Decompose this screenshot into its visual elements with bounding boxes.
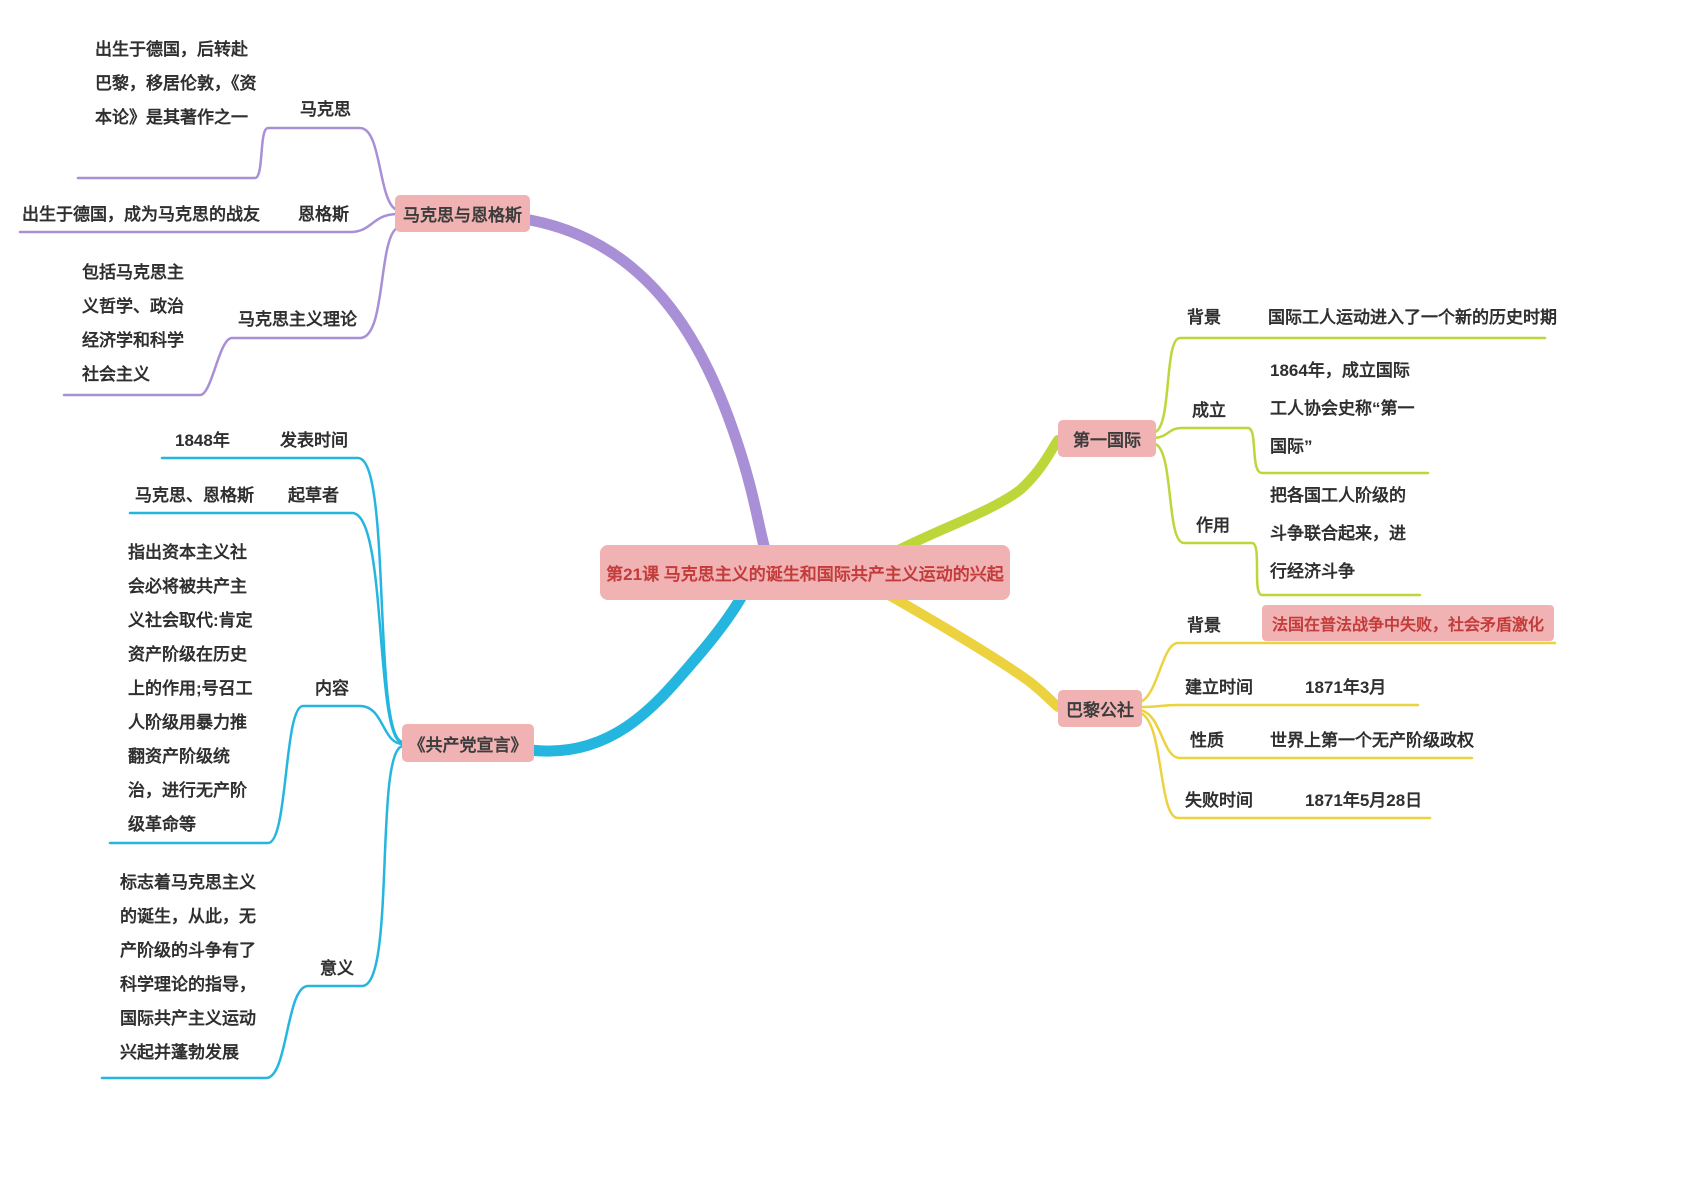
- node-pc-nature-value[interactable]: 世界上第一个无产阶级政权: [1270, 731, 1474, 750]
- node-publish-time-value[interactable]: 1848年: [175, 431, 230, 450]
- node-content-label[interactable]: 内容: [315, 679, 349, 698]
- node-marxist-theory-label[interactable]: 马克思主义理论: [238, 310, 357, 329]
- node-pc-establish-value[interactable]: 1871年3月: [1305, 678, 1387, 697]
- node-pc-background-note-highlight[interactable]: 法国在普法战争中失败，社会矛盾激化: [1262, 605, 1555, 641]
- node-significance-label[interactable]: 意义: [320, 959, 354, 978]
- central-topic[interactable]: 第21课 马克思主义的诞生和国际共产主义运动的兴起: [600, 545, 1010, 600]
- node-fi-role-label[interactable]: 作用: [1196, 516, 1230, 535]
- node-drafters-value[interactable]: 马克思、恩格斯: [135, 486, 254, 505]
- node-pc-background-label[interactable]: 背景: [1187, 616, 1221, 635]
- node-fi-background-note[interactable]: 国际工人运动进入了一个新的历史时期: [1268, 308, 1557, 327]
- node-fi-founding-label[interactable]: 成立: [1192, 401, 1226, 420]
- branch-first-international[interactable]: 第一国际: [1058, 420, 1156, 457]
- node-marx-note[interactable]: 出生于德国，后转赴巴黎，移居伦敦，《资本论》是其著作之一: [95, 40, 257, 127]
- branch-curve-cyan: [524, 590, 748, 757]
- branch-communist-manifesto[interactable]: 《共产党宣言》: [402, 724, 534, 762]
- node-fi-background-label[interactable]: 背景: [1187, 308, 1221, 327]
- branch-paris-commune[interactable]: 巴黎公社: [1058, 690, 1142, 727]
- branch-marx-engels[interactable]: 马克思与恩格斯: [395, 195, 530, 232]
- node-engels-note[interactable]: 出生于德国，成为马克思的战友: [22, 205, 260, 224]
- node-significance-note[interactable]: 标志着马克思主义的诞生，从此，无产阶级的斗争有了科学理论的指导，国际共产主义运动…: [120, 873, 256, 1062]
- node-fi-role-note[interactable]: 把各国工人阶级的斗争联合起来，进行经济斗争: [1270, 486, 1406, 581]
- node-content-note[interactable]: 指出资本主义社会必将被共产主义社会取代:肯定资产阶级在历史上的作用;号召工人阶级…: [128, 543, 253, 834]
- node-pc-establish-label[interactable]: 建立时间: [1185, 678, 1253, 697]
- branch-curve-yellow: [875, 585, 1063, 712]
- node-marxist-theory-note[interactable]: 包括马克思主义哲学、政治经济学和科学社会主义: [82, 263, 184, 384]
- node-marx-label[interactable]: 马克思: [300, 100, 351, 119]
- branch-curve-purple: [524, 214, 774, 564]
- node-publish-time-label[interactable]: 发表时间: [280, 431, 348, 450]
- node-fi-founding-note[interactable]: 1864年，成立国际工人协会史称“第一国际”: [1270, 361, 1415, 456]
- node-drafters-label[interactable]: 起草者: [288, 486, 339, 505]
- node-engels-label[interactable]: 恩格斯: [298, 205, 349, 224]
- node-pc-fail-label[interactable]: 失败时间: [1185, 791, 1253, 810]
- node-pc-nature-label[interactable]: 性质: [1190, 731, 1224, 750]
- node-pc-fail-value[interactable]: 1871年5月28日: [1305, 791, 1423, 810]
